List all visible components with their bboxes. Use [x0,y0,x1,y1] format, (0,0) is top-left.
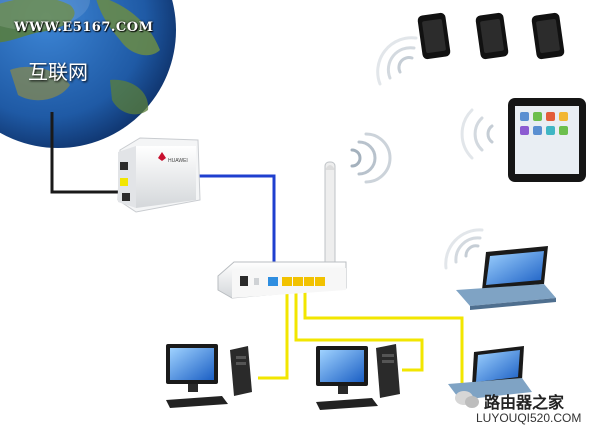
laptop-icon [456,246,556,310]
tablet-icon [508,98,586,182]
router-lan-port-1 [282,277,292,286]
wechat-icon [455,391,479,408]
phone-icon [531,12,565,60]
desktop-computer-icon [166,344,252,408]
modem-brand: HUAWEI [168,158,188,164]
watermark-title: 路由器之家 [484,393,565,412]
wifi-signal-icon [444,228,484,270]
ethernet-cable-pc1 [258,287,289,380]
ethernet-cable-pc2 [294,287,424,372]
internet-label: 互联网 [28,60,88,84]
phone-icon [417,12,451,60]
wifi-signal-icon [376,36,418,86]
globe-icon [0,0,176,148]
router-lan-port-3 [304,277,314,286]
watermark-url: LUYOUQI520.COM [476,411,582,425]
phone-icon [475,12,509,60]
ethernet-cables [258,287,488,388]
wifi-signal-icon [350,132,392,184]
site-url: WWW.E5167.COM [14,20,154,35]
router-lan-port-4 [315,277,325,286]
router-wan-port [268,277,278,286]
router-icon [217,161,347,299]
router-lan-port-2 [293,277,303,286]
desktop-computer-icon [316,344,400,410]
wan-cable [50,112,126,194]
wifi-signal-icon [460,108,494,160]
modem-icon: HUAWEI [117,137,201,213]
